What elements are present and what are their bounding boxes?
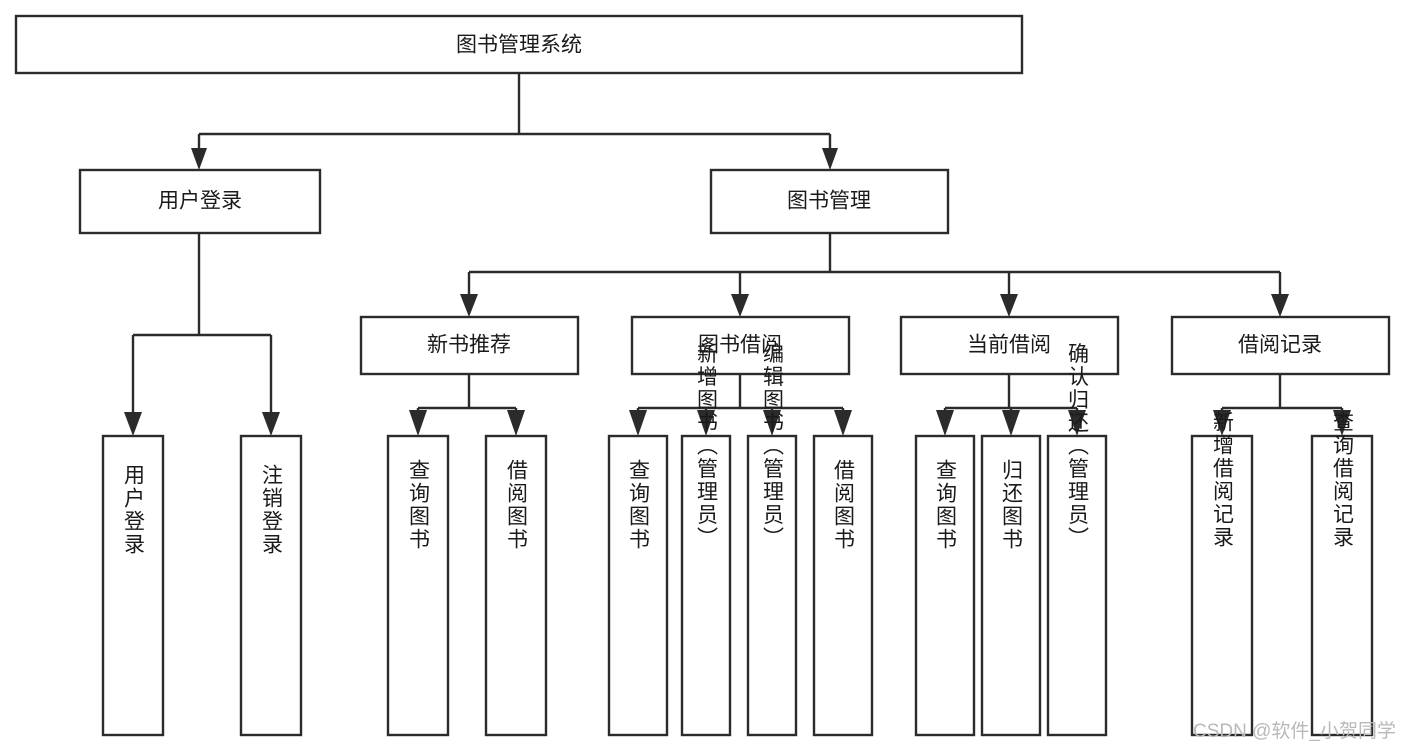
connector-root-to-level2: [197, 73, 832, 150]
node-leaf-query-book-cur-label: 查询图书: [934, 459, 958, 551]
node-leaf-edit-book-box[interactable]: [746, 434, 798, 737]
node-user-login[interactable]: 用户登录: [78, 168, 322, 235]
arrow-head-icon: [124, 412, 142, 436]
connector-current-borrow-to-leaves: [943, 374, 1079, 416]
node-leaf-borrow-book-rec-box[interactable]: [484, 434, 548, 737]
node-leaf-return-book[interactable]: 归还图书: [980, 434, 1042, 737]
node-current-borrow-label: 当前借阅: [967, 334, 1051, 357]
node-leaf-query-borrow-record-box[interactable]: [1310, 434, 1374, 737]
arrow-head-icon: [460, 294, 478, 317]
arrow-head-icon: [697, 410, 715, 436]
node-leaf-logout-box[interactable]: [239, 434, 303, 737]
node-leaf-logout[interactable]: 注销登录: [239, 434, 303, 737]
node-current-borrow[interactable]: 当前借阅: [899, 315, 1120, 376]
node-leaf-logout-label: 注销登录: [260, 464, 284, 556]
node-leaf-borrow-book-label: 借阅图书: [832, 459, 856, 551]
connector-user-login-to-leaves: [131, 233, 273, 414]
node-leaf-borrow-book-rec[interactable]: 借阅图书: [484, 434, 548, 737]
node-leaf-add-borrow-record-box[interactable]: [1190, 434, 1254, 737]
arrow-head-icon: [507, 410, 525, 436]
node-leaf-borrow-book-rec-label: 借阅图书: [505, 459, 529, 551]
arrow-head-icon: [822, 148, 838, 170]
node-book-management[interactable]: 图书管理: [709, 168, 950, 235]
node-leaf-borrow-book-box[interactable]: [812, 434, 874, 737]
connector-book-borrow-to-leaves: [636, 374, 845, 416]
node-leaf-user-login[interactable]: 用户登录: [101, 434, 165, 737]
node-current-borrow-box[interactable]: [899, 315, 1120, 376]
node-leaf-query-book-cur[interactable]: 查询图书: [914, 434, 976, 737]
connector-borrow-record-to-leaves: [1220, 374, 1344, 416]
node-leaf-user-login-label: 用户登录: [122, 464, 146, 556]
node-new-book-recommend[interactable]: 新书推荐: [359, 315, 580, 376]
arrow-head-icon: [409, 410, 427, 436]
arrow-head-icon: [629, 410, 647, 436]
arrow-head-icon: [936, 410, 954, 436]
node-leaf-query-book-borrow-box[interactable]: [607, 434, 669, 737]
arrow-head-icon: [1068, 410, 1086, 436]
node-leaf-query-book-rec-box[interactable]: [386, 434, 450, 737]
node-borrow-record-label: 借阅记录: [1238, 334, 1322, 357]
arrow-head-icon: [1213, 410, 1231, 436]
node-leaf-user-login-box[interactable]: [101, 434, 165, 737]
node-root[interactable]: 图书管理系统: [14, 14, 1024, 75]
node-leaf-add-borrow-record[interactable]: 新增借阅记录: [1190, 411, 1254, 737]
arrow-head-icon: [262, 412, 280, 436]
arrow-head-icon: [1271, 294, 1289, 317]
node-leaf-add-book-label: 新增图书（管理员）: [695, 343, 719, 550]
node-leaf-add-book-box[interactable]: [680, 434, 732, 737]
arrow-head-icon: [763, 410, 781, 436]
node-leaf-query-book-rec[interactable]: 查询图书: [386, 434, 450, 737]
node-new-book-recommend-box[interactable]: [359, 315, 580, 376]
node-leaf-confirm-return-box[interactable]: [1046, 434, 1108, 737]
node-leaf-borrow-book[interactable]: 借阅图书: [812, 434, 874, 737]
node-book-management-label: 图书管理: [787, 190, 871, 213]
node-leaf-query-borrow-record[interactable]: 查询借阅记录: [1310, 411, 1374, 737]
arrow-head-icon: [1002, 410, 1020, 436]
node-leaf-query-book-cur-box[interactable]: [914, 434, 976, 737]
arrow-head-icon: [1000, 294, 1018, 317]
node-leaf-query-book-borrow-label: 查询图书: [627, 459, 651, 551]
arrow-head-icon: [1333, 410, 1351, 436]
node-book-borrow-box[interactable]: [630, 315, 851, 376]
arrow-head-icon: [191, 148, 207, 170]
connector-layer: [124, 73, 1351, 436]
connector-new-book-recommend-to-leaves: [416, 374, 518, 416]
node-leaf-return-book-label: 归还图书: [1000, 459, 1024, 551]
node-book-management-box[interactable]: [709, 168, 950, 235]
node-leaf-edit-book[interactable]: 编辑图书（管理员）: [746, 343, 798, 737]
node-book-borrow[interactable]: 图书借阅: [630, 315, 851, 376]
csdn-watermark: CSDN @软件_小贺同学: [1193, 721, 1396, 742]
node-leaf-add-borrow-record-label: 新增借阅记录: [1211, 411, 1235, 549]
node-book-borrow-label: 图书借阅: [698, 334, 782, 357]
arrow-head-icon: [834, 410, 852, 436]
node-borrow-record-box[interactable]: [1170, 315, 1391, 376]
node-borrow-record[interactable]: 借阅记录: [1170, 315, 1391, 376]
node-leaf-add-book[interactable]: 新增图书（管理员）: [680, 343, 732, 737]
node-leaf-query-book-rec-label: 查询图书: [407, 459, 431, 551]
connector-book-management-to-level3: [467, 233, 1282, 296]
node-user-login-box[interactable]: [78, 168, 322, 235]
arrow-head-icon: [731, 294, 749, 317]
node-root-box[interactable]: [14, 14, 1024, 75]
node-root-label: 图书管理系统: [456, 34, 582, 57]
node-leaf-return-book-box[interactable]: [980, 434, 1042, 737]
node-leaf-edit-book-label: 编辑图书（管理员）: [761, 343, 785, 550]
node-user-login-label: 用户登录: [158, 190, 242, 213]
node-leaf-query-book-borrow[interactable]: 查询图书: [607, 434, 669, 737]
node-leaf-confirm-return-label: 确认归还（管理员）: [1066, 343, 1090, 550]
node-leaf-query-borrow-record-label: 查询借阅记录: [1331, 411, 1355, 549]
node-new-book-recommend-label: 新书推荐: [427, 334, 511, 357]
node-leaf-confirm-return[interactable]: 确认归还（管理员）: [1046, 343, 1108, 737]
